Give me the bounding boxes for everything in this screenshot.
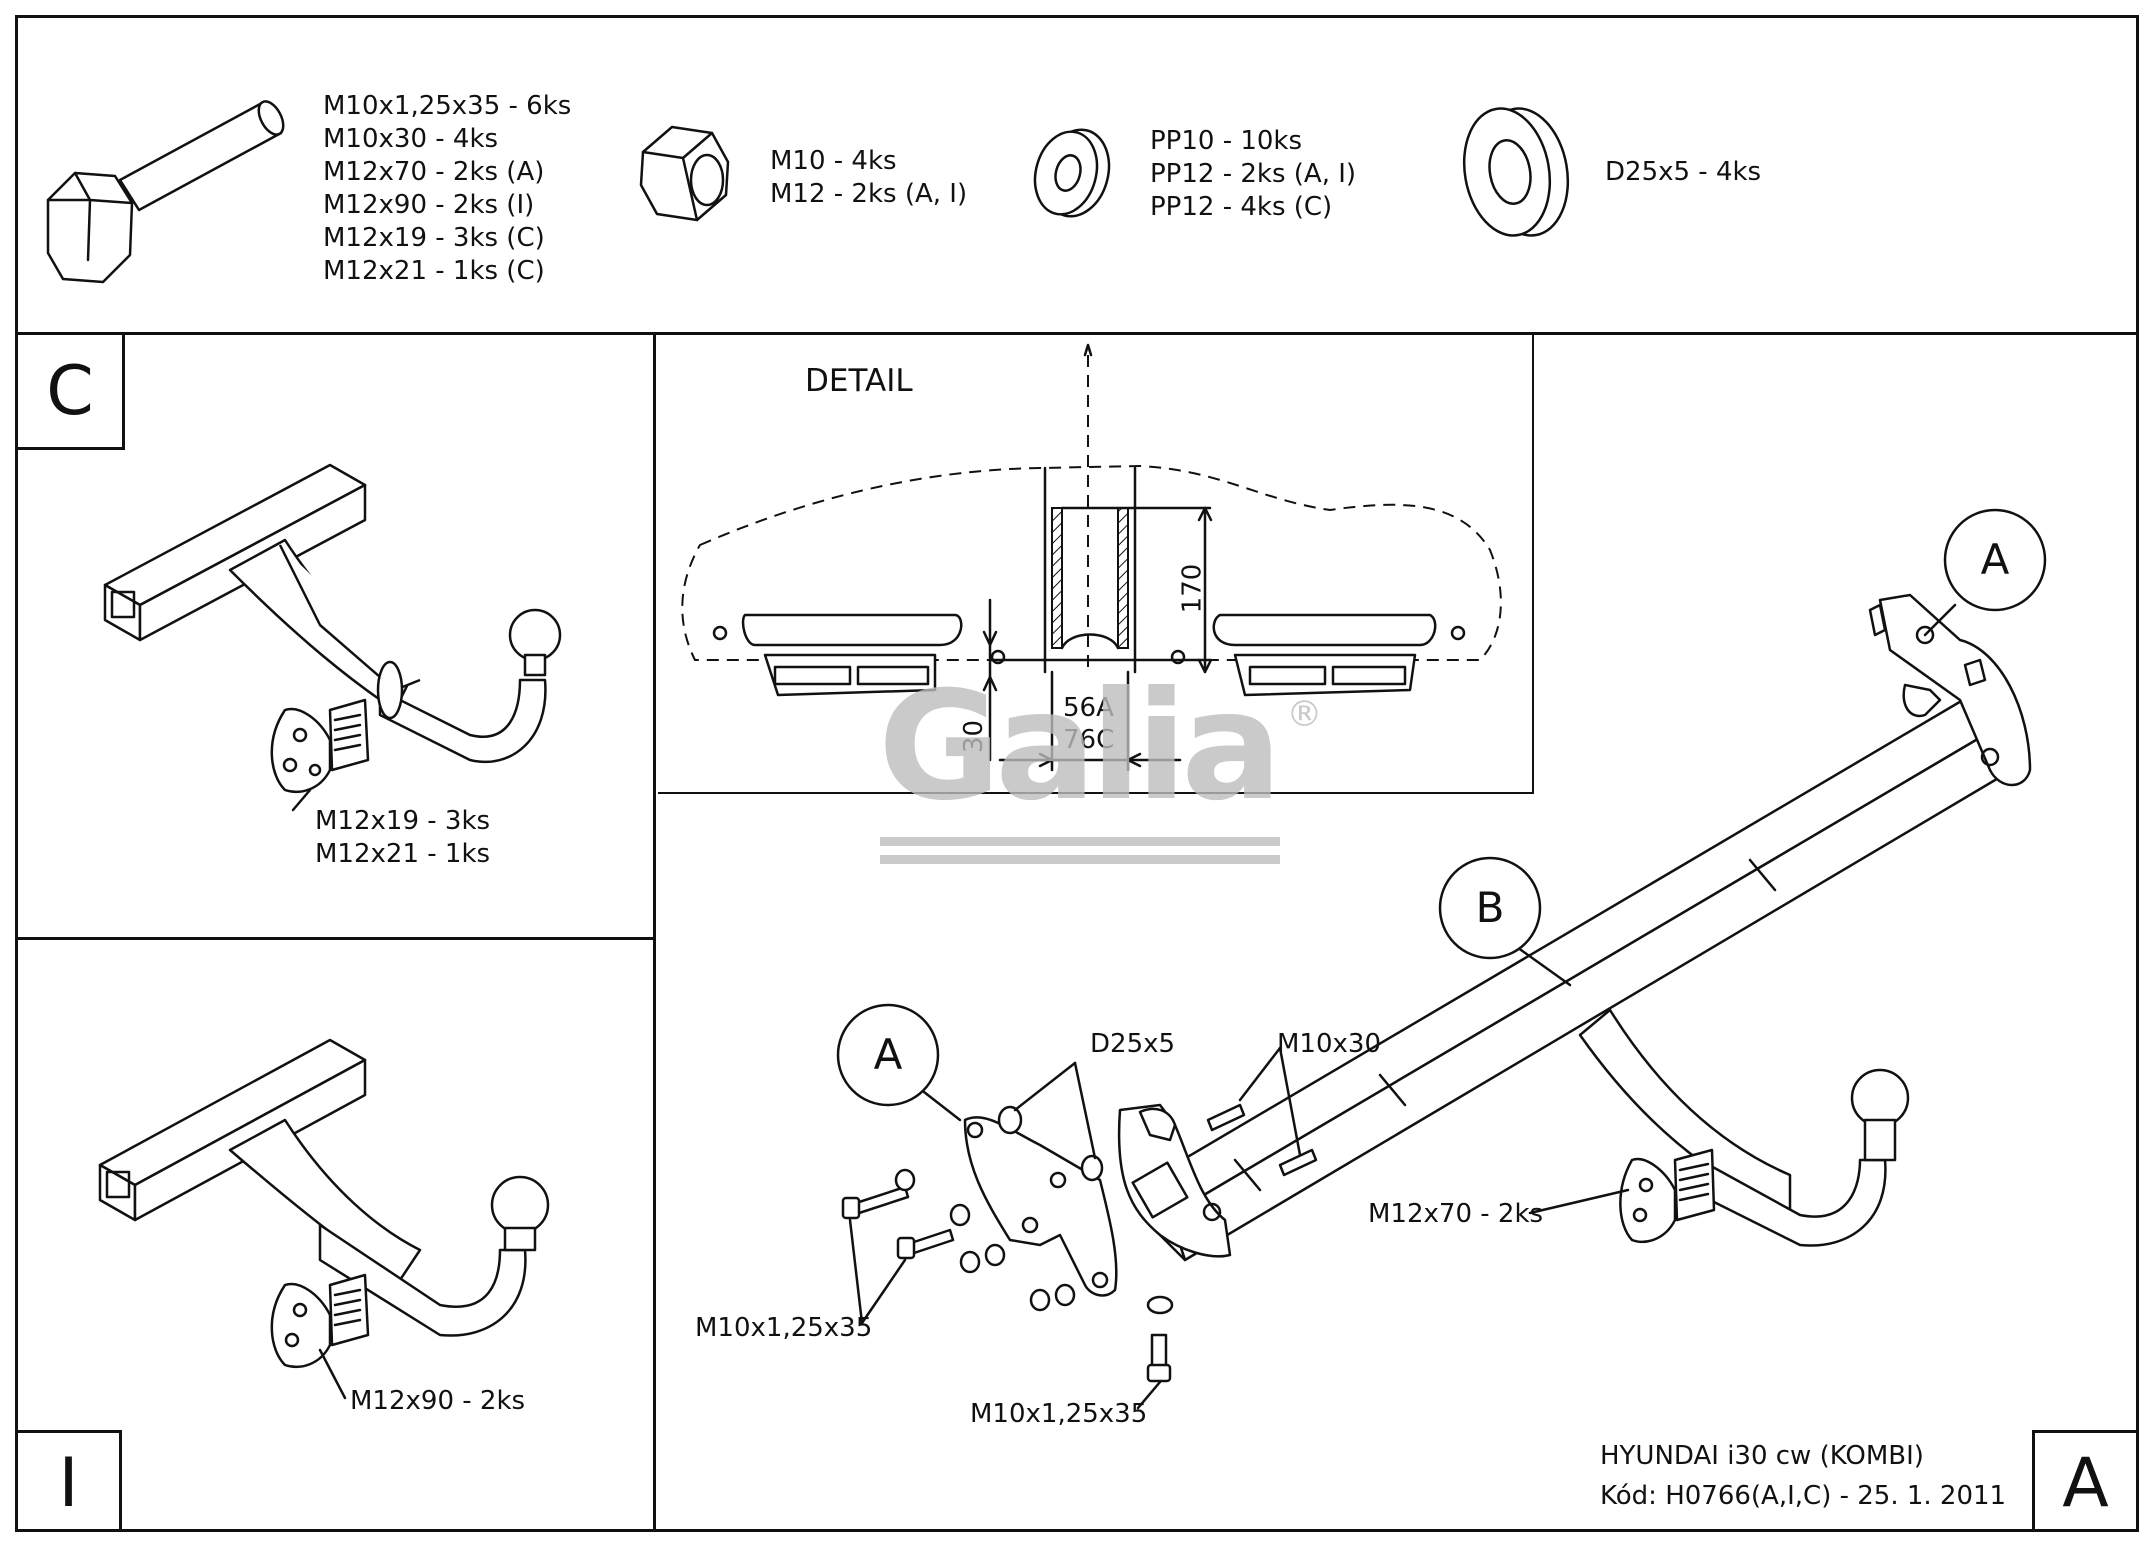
label-bolt-m10-left: M10x1,25x35 <box>695 1313 873 1343</box>
spacer-icon <box>1462 107 1570 237</box>
corner-box-i <box>15 1430 122 1532</box>
callout-circles <box>836 508 2047 1107</box>
product-code: Kód: H0766(A,I,C) - 25. 1. 2011 <box>1600 1481 2007 1511</box>
vehicle-name: HYUNDAI i30 cw (KOMBI) <box>1600 1441 1924 1471</box>
corner-label-i: I <box>58 1444 79 1523</box>
spacer-item: D25x5 - 4ks <box>1605 157 1762 187</box>
dim-height: 170 <box>1177 563 1208 614</box>
left-bracket <box>963 1107 1177 1297</box>
label-spacer-d25x5: D25x5 <box>1090 1029 1176 1059</box>
main-hitch-arm <box>1578 1008 1910 1247</box>
bolt-list: M10x1,25x35 - 6ks M10x30 - 4ks M12x70 - … <box>323 90 571 288</box>
nut-item: M12 - 2ks (A, I) <box>770 179 968 209</box>
label-bolt-m10-bottom: M10x1,25x35 <box>970 1399 1148 1429</box>
variant-i-panel <box>15 937 656 1532</box>
corner-box-a <box>2032 1430 2139 1532</box>
detail-panel <box>658 332 1534 794</box>
dim-width-c: 76C <box>1063 725 1115 755</box>
main-crossbar <box>1117 688 2014 1262</box>
bolt-label: M12x21 - 1ks <box>315 839 491 869</box>
right-bracket <box>1868 593 2032 787</box>
nut-list: M10 - 4ks M12 - 2ks (A, I) <box>770 145 967 211</box>
leader-lines <box>291 603 1957 1410</box>
galia-logo <box>880 837 1280 864</box>
washer-icon <box>1033 128 1111 218</box>
washer-item: PP12 - 2ks (A, I) <box>1150 159 1357 189</box>
bolt-icon <box>46 100 285 284</box>
corner-box-c <box>15 332 125 450</box>
label-bolt-m12x70: M12x70 - 2ks <box>1368 1199 1544 1229</box>
registered-mark: ® <box>1286 694 1322 735</box>
galia-wordmark: Galia <box>878 660 1282 834</box>
washer-item: PP12 - 4ks (C) <box>1150 192 1333 222</box>
corner-label-a: A <box>2062 1444 2109 1523</box>
dim-width-a: 56A <box>1063 693 1114 723</box>
hardware-pieces <box>841 1103 1318 1383</box>
washer-list: PP10 - 10ks PP12 - 2ks (A, I) PP12 - 4ks… <box>1150 125 1356 224</box>
nut-item: M10 - 4ks <box>770 146 897 176</box>
galia-watermark: Galia® <box>878 672 1322 822</box>
variant-c-hitch <box>103 463 562 794</box>
label-bolt-m10x30: M10x30 <box>1277 1029 1381 1059</box>
callout-a-side: A <box>873 1030 903 1079</box>
bolt-item: M12x19 - 3ks (C) <box>323 223 545 253</box>
bolt-item: M12x70 - 2ks (A) <box>323 157 545 187</box>
spacer-list: D25x5 - 4ks <box>1605 156 1761 189</box>
washer-item: PP10 - 10ks <box>1150 126 1303 156</box>
bolt-item: M12x21 - 1ks (C) <box>323 256 545 286</box>
variant-c-bolt-labels: M12x19 - 3ks M12x21 - 1ks <box>315 805 490 871</box>
callout-a-top: A <box>1980 535 2010 584</box>
bolt-label: M12x19 - 3ks <box>315 806 491 836</box>
bolt-item: M12x90 - 2ks (I) <box>323 190 535 220</box>
detail-bumper <box>681 343 1502 772</box>
bolt-item: M10x30 - 4ks <box>323 124 499 154</box>
variant-i-bolt-label: M12x90 - 2ks <box>350 1386 526 1416</box>
nut-icon <box>639 125 730 222</box>
bolt-item: M10x1,25x35 - 6ks <box>323 91 572 121</box>
variant-i-hitch <box>98 1038 550 1369</box>
hardware-panel <box>15 15 2139 335</box>
corner-label-c: C <box>46 352 94 431</box>
detail-title: DETAIL <box>805 363 913 399</box>
callout-b: B <box>1475 883 1505 932</box>
